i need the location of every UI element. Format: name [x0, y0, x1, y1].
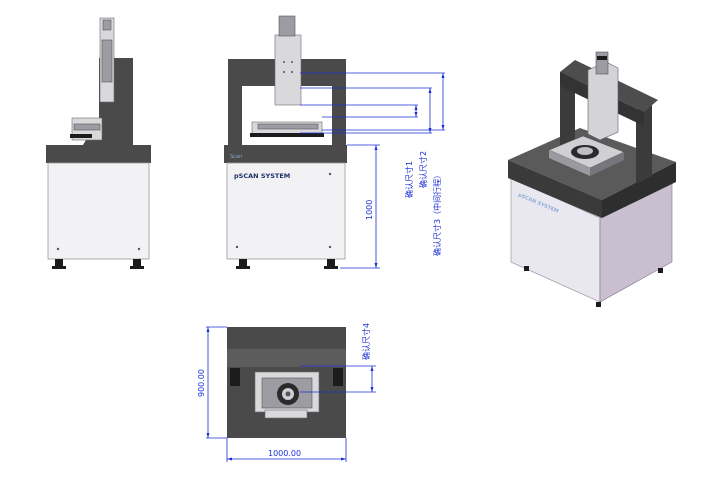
dim-label-4: 确认尺寸4	[361, 323, 371, 360]
front-granite-base	[224, 145, 347, 163]
side-cabinet	[47, 162, 150, 260]
side-foot-left	[55, 259, 63, 268]
dim-label-width: 1000.00	[268, 449, 301, 458]
front-dimensions: 确认尺寸1 确认尺寸2 确认尺寸3（中间行程） 1000	[300, 72, 445, 269]
side-foot-right	[133, 259, 141, 268]
front-bridge-leg-left	[228, 86, 242, 146]
front-view: Scan pSCAN SYSTEM	[224, 15, 445, 269]
dim-label-3: 确认尺寸3（中间行程）	[432, 171, 442, 256]
front-bridge-leg-right	[332, 86, 346, 146]
front-cabinet	[226, 162, 346, 260]
side-granite-base	[46, 145, 151, 163]
side-view	[46, 17, 151, 269]
iso-view: pSCAN SYSTEM	[508, 51, 676, 307]
front-foot-right	[327, 259, 335, 268]
front-base-label: Scan	[230, 154, 242, 160]
front-foot-left	[239, 259, 247, 268]
top-view: 确认尺寸4 900.00 1000.00	[197, 323, 376, 462]
dim-label-2: 确认尺寸2	[418, 151, 428, 188]
front-z-axis	[274, 34, 302, 106]
dim-label-1: 确认尺寸1	[404, 161, 414, 198]
dim-label-depth: 900.00	[197, 369, 206, 397]
top-bridge	[227, 349, 346, 367]
dim-label-height: 1000	[365, 200, 374, 220]
top-dimensions: 确认尺寸4 900.00 1000.00	[197, 323, 376, 462]
front-logo: pSCAN SYSTEM	[234, 172, 290, 180]
